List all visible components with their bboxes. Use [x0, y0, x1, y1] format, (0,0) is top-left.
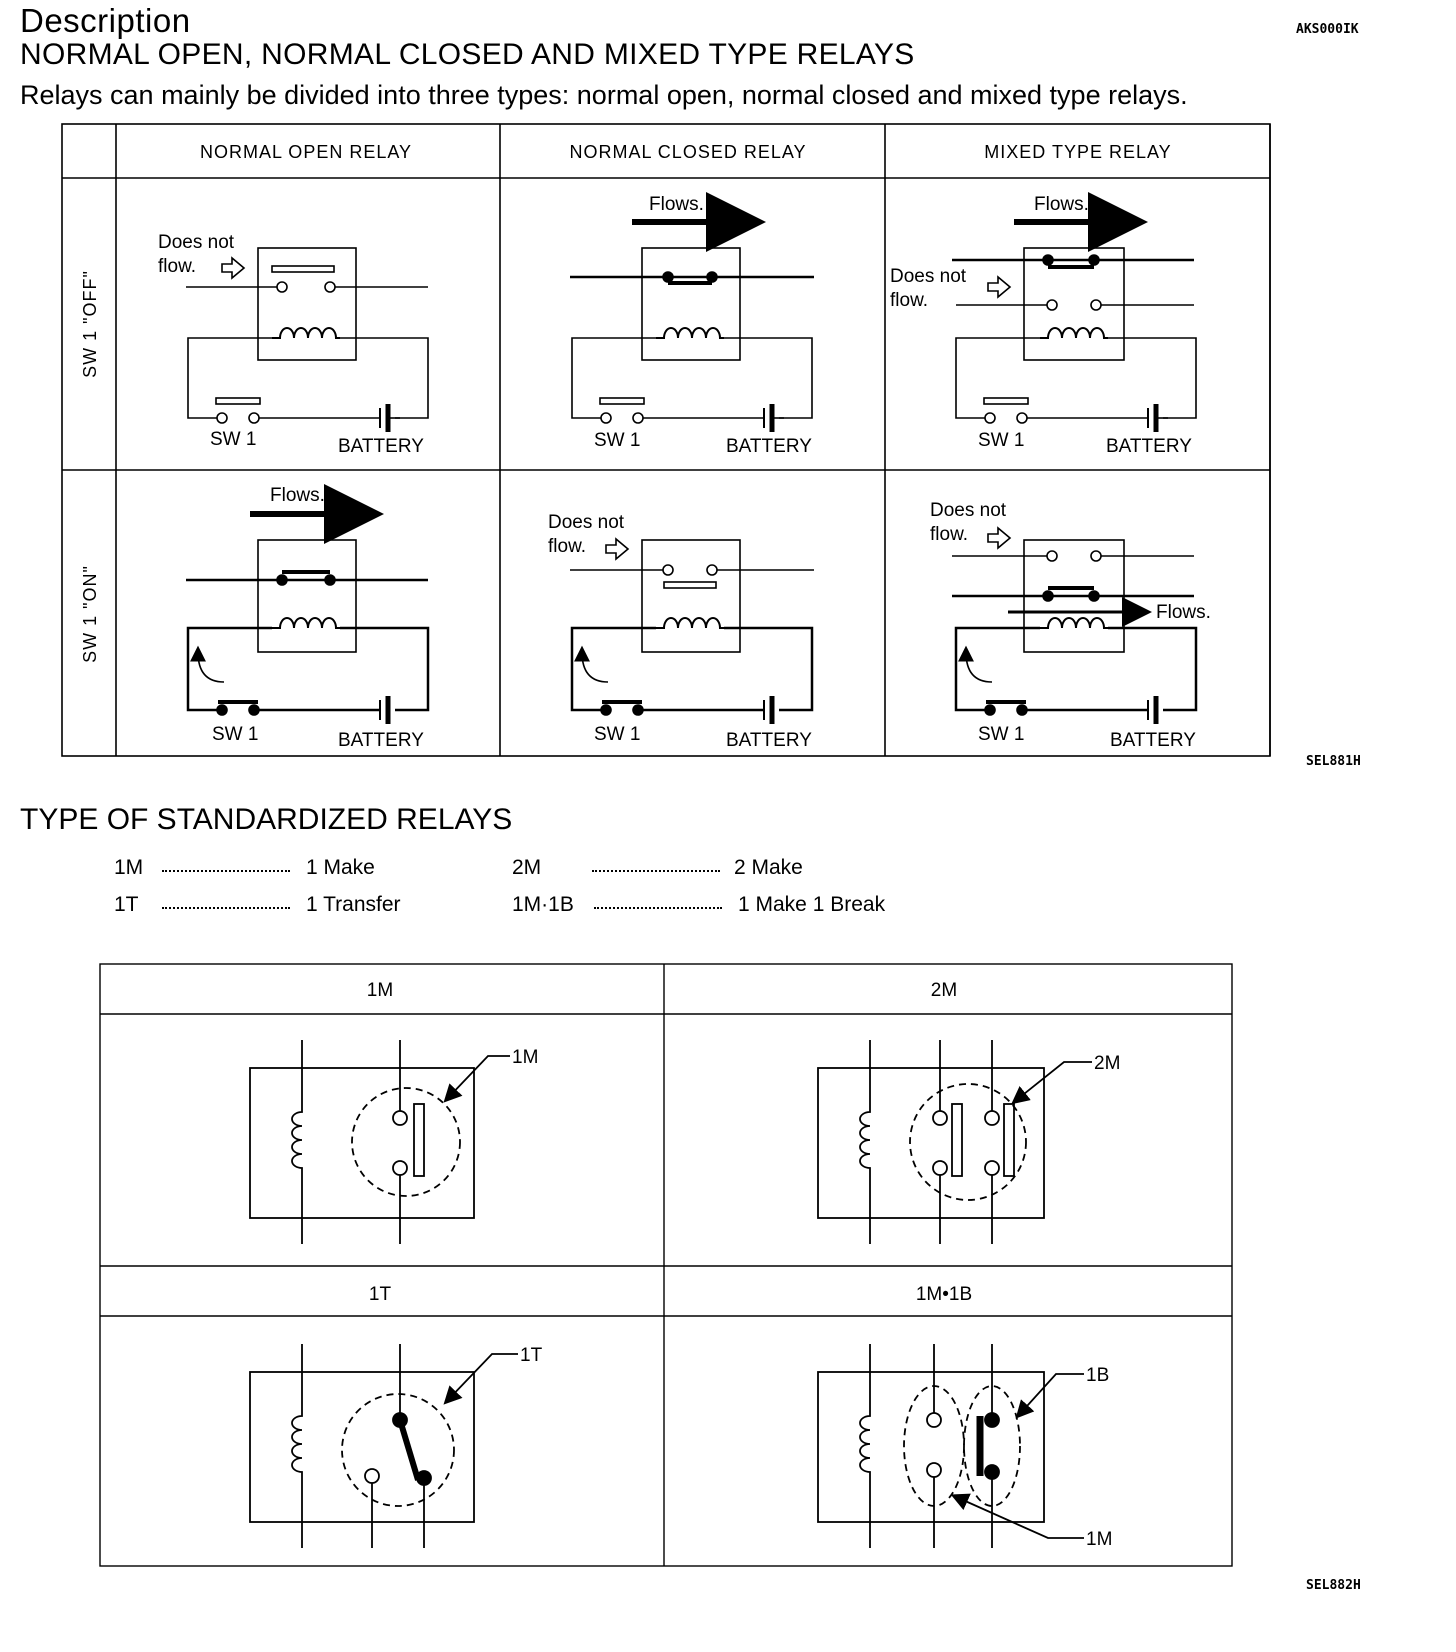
legend-code: 2M [512, 856, 542, 879]
column-header-normal-closed: NORMAL CLOSED RELAY [569, 142, 806, 162]
label-sw1: SW 1 [594, 724, 640, 745]
label-flow: flow. [890, 290, 928, 311]
callout-2m: 2M [1094, 1053, 1120, 1074]
diagram-mixed-on [952, 527, 1198, 724]
diagram-mixed-off [952, 192, 1197, 432]
diagram-1m [249, 1040, 510, 1244]
callout-1m: 1M [512, 1047, 538, 1068]
cell-header-1m: 1M [367, 980, 393, 1001]
legend-meaning: 1 Make 1 Break [738, 893, 886, 916]
label-sw1: SW 1 [212, 724, 258, 745]
diagram-no-off [186, 247, 429, 432]
document-code: AKS000IK [1296, 22, 1359, 37]
row-header-sw-off: SW 1 "OFF" [80, 270, 100, 378]
figure-code: SEL882H [1306, 1578, 1361, 1593]
cell-header-2m: 2M [931, 980, 957, 1001]
cell-header-1t: 1T [369, 1284, 392, 1305]
label-flows: Flows. [1156, 602, 1211, 623]
leader-dots [162, 907, 290, 909]
legend-meaning: 1 Transfer [306, 893, 401, 916]
label-flow: flow. [548, 536, 586, 557]
diagram-nc-off [570, 192, 814, 432]
label-battery: BATTERY [1106, 436, 1192, 457]
cell-header-1m1b: 1M•1B [916, 1284, 972, 1305]
label-flow: flow. [158, 256, 196, 277]
label-flows: Flows. [270, 485, 325, 506]
label-does-not: Does not [930, 500, 1007, 521]
diagram-no-on [186, 484, 430, 724]
leader-dots [594, 907, 722, 909]
relay-type-figure: NORMAL OPEN RELAY NORMAL CLOSED RELAY MI… [61, 123, 1271, 757]
callout-1t: 1T [520, 1345, 543, 1366]
callout-1b: 1B [1086, 1365, 1109, 1386]
label-sw1: SW 1 [978, 430, 1024, 451]
label-does-not: Does not [548, 512, 625, 533]
diagram-1t [249, 1344, 518, 1548]
column-header-mixed: MIXED TYPE RELAY [984, 142, 1171, 162]
label-battery: BATTERY [338, 730, 424, 751]
standardized-table-grid [99, 963, 1233, 1567]
legend-meaning: 1 Make [306, 856, 375, 879]
legend-code: 1M·1B [512, 893, 574, 916]
relay-table-grid [61, 123, 1271, 757]
label-sw1: SW 1 [594, 430, 640, 451]
legend-code: 1T [114, 893, 139, 916]
figure-code: SEL881H [1306, 754, 1361, 769]
label-flows: Flows. [1034, 194, 1089, 215]
label-flows: Flows. [649, 194, 704, 215]
legend-meaning: 2 Make [734, 856, 803, 879]
page-title: Description [20, 2, 191, 39]
label-battery: BATTERY [338, 436, 424, 457]
label-sw1: SW 1 [210, 429, 256, 450]
label-battery: BATTERY [726, 730, 812, 751]
callout-1m-lower: 1M [1086, 1529, 1112, 1550]
section-heading-standardized: TYPE OF STANDARDIZED RELAYS [20, 803, 513, 836]
legend-code: 1M [114, 856, 144, 879]
section-heading: NORMAL OPEN, NORMAL CLOSED AND MIXED TYP… [20, 38, 915, 71]
label-sw1: SW 1 [978, 724, 1024, 745]
label-does-not: Does not [890, 266, 967, 287]
leader-dots [162, 870, 290, 872]
diagram-nc-on [570, 538, 814, 724]
diagram-1m1b [817, 1344, 1084, 1548]
standardized-relay-figure: 1M 2M 1T 1M•1B 1M 2M [99, 963, 1233, 1567]
column-header-normal-open: NORMAL OPEN RELAY [200, 142, 412, 162]
diagram-2m [817, 1040, 1092, 1244]
label-flow: flow. [930, 524, 968, 545]
row-header-sw-on: SW 1 "ON" [80, 565, 100, 663]
leader-dots [592, 870, 720, 872]
label-battery: BATTERY [726, 436, 812, 457]
intro-text: Relays can mainly be divided into three … [20, 80, 1188, 110]
label-battery: BATTERY [1110, 730, 1196, 751]
label-does-not: Does not [158, 232, 235, 253]
